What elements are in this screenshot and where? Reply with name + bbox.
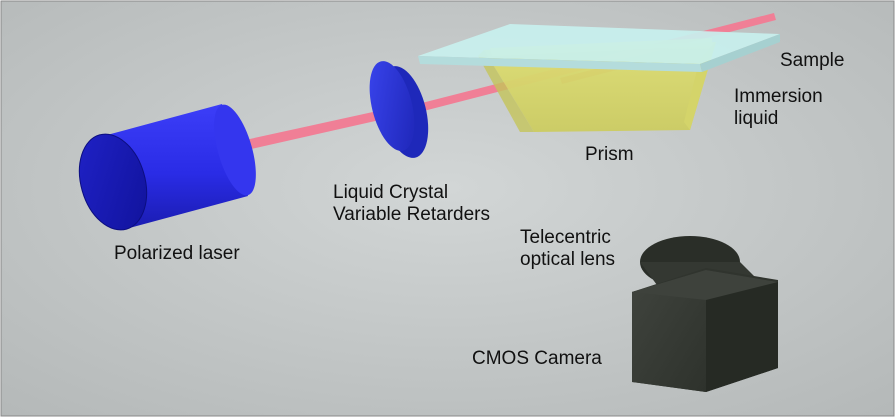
label-sample: Sample bbox=[780, 50, 845, 71]
cmos-camera bbox=[632, 236, 778, 392]
label-cmos-camera: CMOS Camera bbox=[472, 348, 602, 369]
label-lc-line-2: Variable Retarders bbox=[333, 204, 491, 225]
label-lens-line-1: Telecentric bbox=[520, 227, 611, 248]
polarized-laser bbox=[78, 104, 256, 231]
label-polarized-laser: Polarized laser bbox=[114, 243, 240, 264]
label-prism: Prism bbox=[585, 144, 634, 165]
label-immersion-liquid: Immersion liquid bbox=[734, 86, 823, 130]
label-immersion-line-1: Immersion bbox=[734, 86, 823, 107]
lc-variable-retarder bbox=[369, 61, 429, 158]
label-lc-line-1: Liquid Crystal bbox=[333, 182, 449, 203]
label-immersion-line-2: liquid bbox=[734, 108, 779, 129]
label-telecentric-lens: Telecentric optical lens bbox=[520, 227, 615, 271]
label-lc-variable-retarders: Liquid Crystal Variable Retarders bbox=[333, 182, 490, 226]
laser-beam bbox=[236, 110, 384, 152]
label-lens-line-2: optical lens bbox=[520, 249, 616, 270]
sample-plate bbox=[418, 24, 780, 72]
